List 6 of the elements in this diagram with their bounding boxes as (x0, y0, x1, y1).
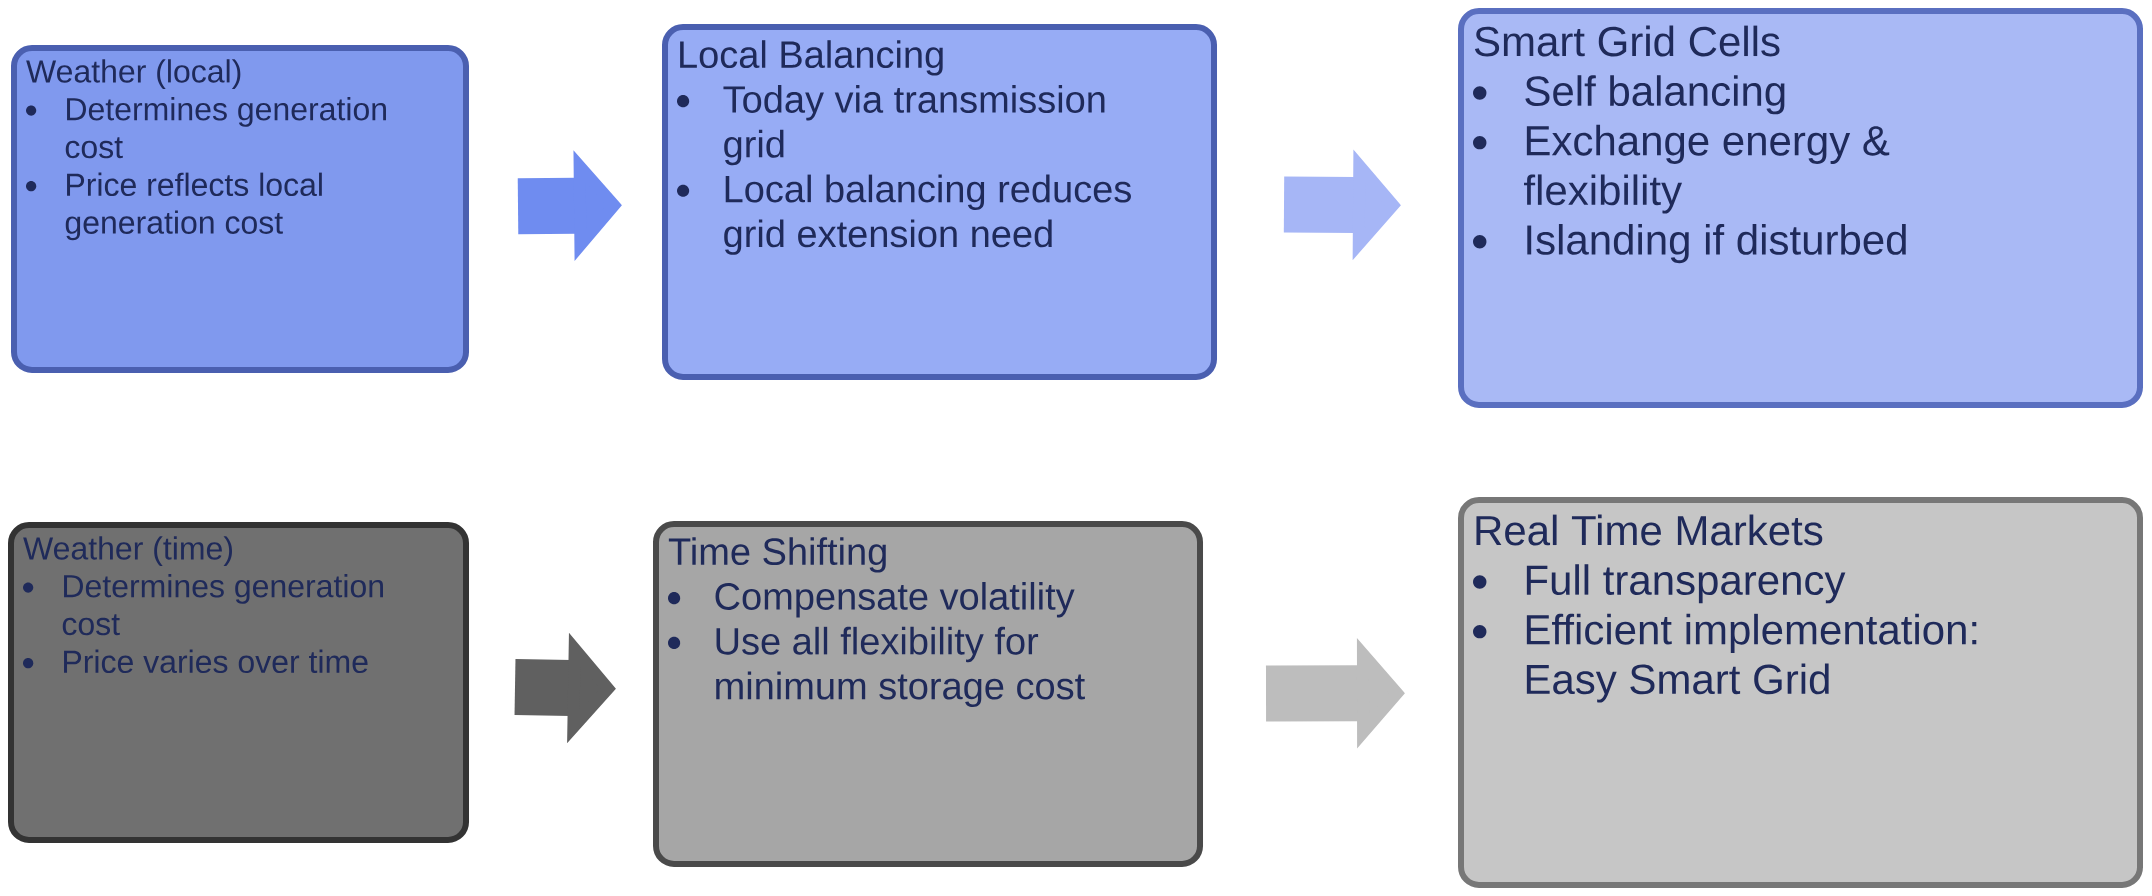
process-box: Time Shifting Compensate volatility Use all flexibility for minimum storage cost (653, 521, 1203, 867)
process-box: Smart Grid Cells Self balancing Exchange energy & flexibility Islanding if disturbed (1458, 8, 2143, 408)
process-box: Local Balancing Today via transmission grid Local balancing reduces grid extension need (662, 24, 1217, 380)
process-box: Weather (time) Determines generation cost Price varies over time (8, 522, 469, 843)
process-box: Real Time Markets Full transparency Efficient implementation: Easy Smart Grid (1458, 497, 2143, 888)
process-box: Weather (local) Determines generation cost Price reflects local generation cost (11, 45, 469, 373)
